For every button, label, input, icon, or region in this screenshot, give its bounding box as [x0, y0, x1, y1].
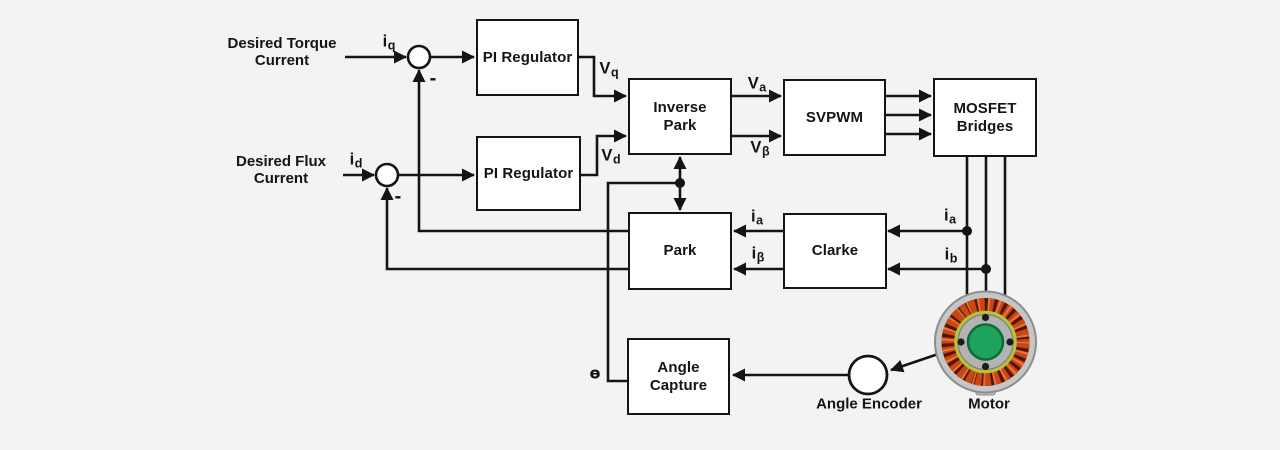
- signal-ib-motor: ib: [944, 245, 958, 266]
- minus-sign-torque: -: [429, 67, 437, 90]
- wire-vq: [579, 55, 627, 103]
- block-label: Clarke: [811, 242, 859, 260]
- angle-encoder-symbol: [847, 354, 889, 396]
- wire-feedback-iq: [412, 69, 628, 233]
- block-label: Angle Capture: [649, 358, 708, 394]
- signal-va: Va: [747, 74, 767, 95]
- junction-dot-ia: [962, 226, 972, 236]
- signal-vbeta: Vβ: [750, 138, 770, 159]
- motor-bolt: [981, 313, 990, 322]
- signal-vd: Vd: [601, 146, 621, 167]
- block-label: Park: [663, 242, 697, 260]
- signal-ia-clarke-park: ia: [750, 207, 764, 228]
- label-desired-flux-current: Desired Flux Current: [235, 153, 327, 187]
- motor-image: [934, 290, 1037, 396]
- signal-id: id: [349, 150, 363, 171]
- wire-vd: [581, 129, 627, 177]
- summing-junction-flux: [374, 162, 400, 188]
- block-angle-capture: Angle Capture: [627, 338, 730, 415]
- motor-bolt: [957, 338, 965, 346]
- block-svpwm: SVPWM: [783, 79, 886, 156]
- summing-junction-torque: [406, 44, 432, 70]
- signal-theta: ɵ: [589, 363, 601, 383]
- block-label: PI Regulator: [482, 48, 573, 66]
- block-mosfet-bridges: MOSFET Bridges: [933, 78, 1037, 157]
- block-inverse-park: Inverse Park: [628, 78, 732, 155]
- label-desired-torque-current: Desired Torque Current: [227, 35, 337, 69]
- block-pi-regulator-torque: PI Regulator: [476, 19, 579, 96]
- label-motor: Motor: [968, 395, 1010, 413]
- motor-bolt: [1006, 338, 1014, 346]
- minus-sign-flux: -: [394, 185, 402, 208]
- junction-dot-ib: [981, 264, 991, 274]
- block-park: Park: [628, 212, 732, 290]
- motor-shaft: [966, 323, 1005, 361]
- signal-ia-motor: ia: [943, 206, 957, 227]
- wire-theta: [606, 181, 680, 383]
- block-label: Inverse Park: [653, 98, 707, 134]
- block-clarke: Clarke: [783, 213, 887, 289]
- signal-ibeta-clarke-park: iβ: [751, 244, 765, 265]
- block-label: MOSFET Bridges: [953, 99, 1017, 135]
- junction-dot-theta: [675, 178, 685, 188]
- signal-vq: Vq: [599, 59, 619, 80]
- motor-bolt: [981, 362, 990, 371]
- block-pi-regulator-flux: PI Regulator: [476, 136, 581, 211]
- signal-iq: iq: [382, 32, 396, 53]
- block-label: PI Regulator: [483, 164, 574, 182]
- block-label: SVPWM: [805, 108, 864, 126]
- wire-feedback-id: [380, 187, 628, 271]
- label-angle-encoder: Angle Encoder: [816, 395, 922, 413]
